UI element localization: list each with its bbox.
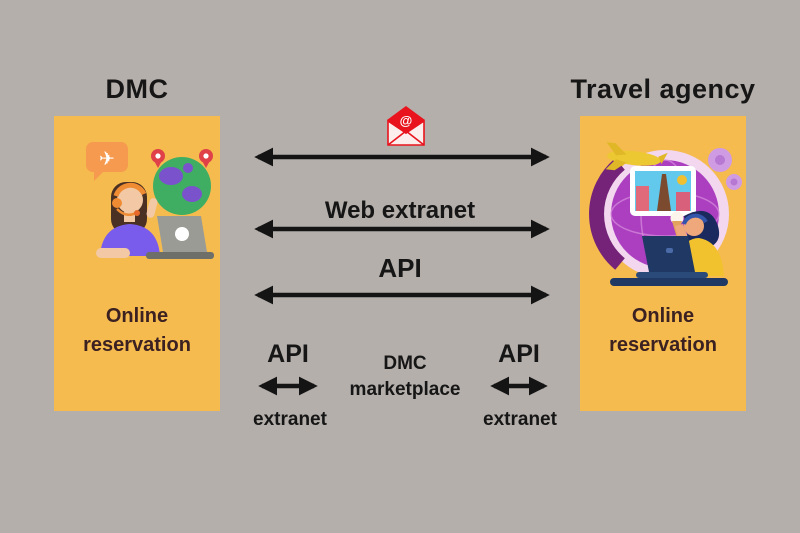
dmc-illustration: ✈ [86, 142, 214, 259]
travel-agency-illustration [589, 142, 742, 286]
marketplace-right-api-label: API [498, 340, 540, 368]
svg-text:@: @ [400, 113, 413, 128]
yellow-plane-icon [605, 142, 668, 171]
plane-chat-bubble-icon: ✈ [86, 142, 128, 181]
travel-agency-box-label: Online reservation [609, 305, 717, 356]
svg-text:✈: ✈ [99, 149, 115, 170]
globe-with-pins-icon [151, 149, 213, 215]
travel-agency-box: Online reservation [580, 116, 746, 411]
travel-agency-title: Travel agency [570, 74, 756, 104]
landmark-photo-icon [630, 166, 696, 216]
marketplace-right-extranet-label: extranet [483, 409, 557, 430]
marketplace-left-extranet-label: extranet [253, 409, 327, 430]
dmc-title: DMC [105, 74, 169, 104]
marketplace-left-api-label: API [267, 340, 309, 368]
dmc-marketplace-label: DMC marketplace [349, 353, 461, 400]
travel-agent-figure [610, 210, 728, 286]
flower-decor-icon [708, 148, 742, 190]
api-label: API [378, 253, 422, 283]
dmc-box: ✈ [54, 116, 220, 411]
email-envelope-icon: @ [387, 106, 425, 146]
dmc-box-label: Online reservation [83, 305, 191, 356]
support-agent-figure [96, 182, 214, 259]
web-extranet-label: Web extranet [324, 197, 476, 224]
